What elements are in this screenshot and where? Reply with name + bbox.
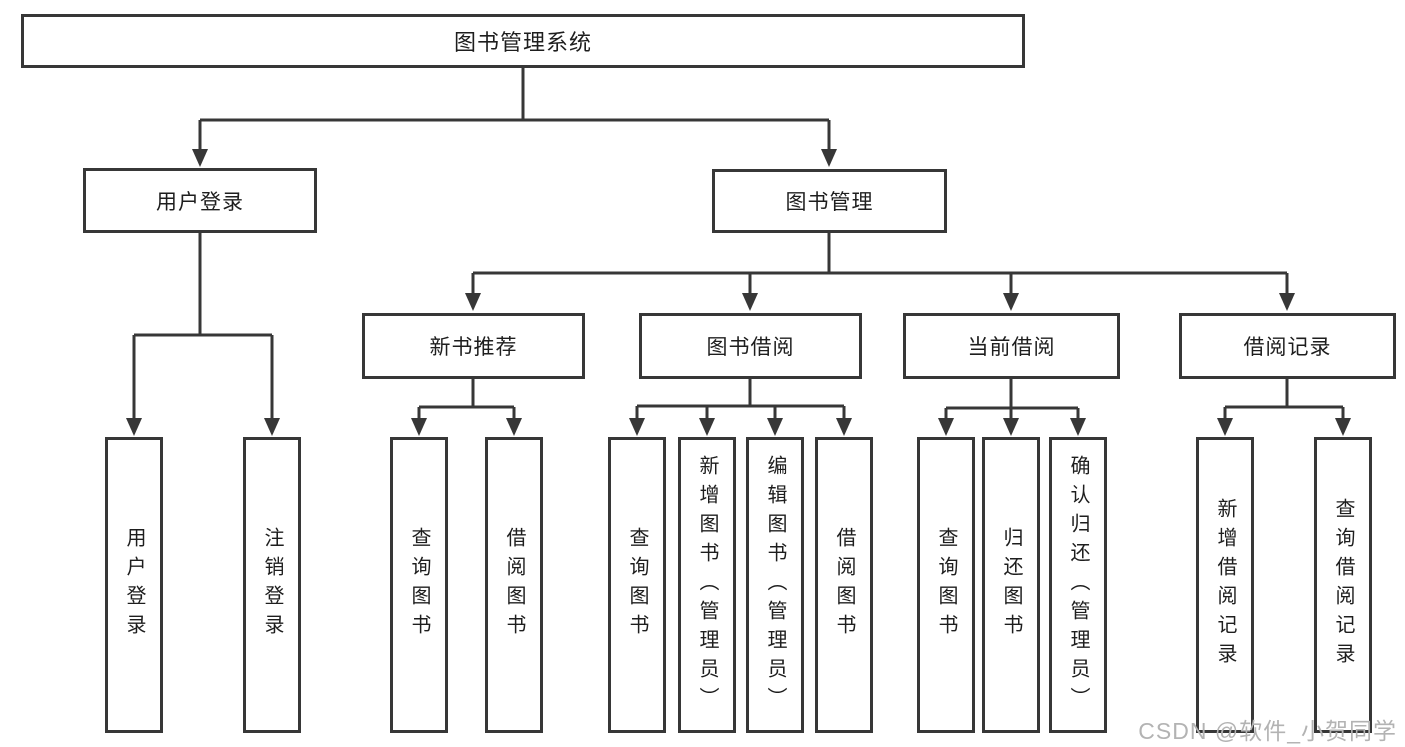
- arrowhead: [264, 418, 280, 436]
- arrowhead: [126, 418, 142, 436]
- node-label: 新书推荐: [429, 336, 518, 359]
- connector-borrowing-records-to-leaves: [1217, 379, 1351, 436]
- connector-path: [944, 379, 1080, 420]
- node-label: 当前借阅: [967, 336, 1056, 359]
- node-leaf-confirm-return-admin: 确认归还（管理员）: [1049, 437, 1107, 733]
- leaf-label: 确认归还（管理员）: [1067, 454, 1089, 716]
- node-borrowing-records: 借阅记录: [1179, 313, 1396, 379]
- arrowhead: [1003, 418, 1019, 436]
- node-book-borrowing: 图书借阅: [639, 313, 862, 379]
- csdn-watermark: CSDN @软件_小贺同学: [1138, 718, 1397, 744]
- leaf-label: 查询图书: [626, 527, 648, 643]
- arrowhead: [836, 418, 852, 436]
- node-leaf-edit-book-admin: 编辑图书（管理员）: [746, 437, 804, 733]
- node-leaf-query-books-newbook: 查询图书: [390, 437, 448, 733]
- leaf-label: 新增借阅记录: [1214, 498, 1236, 672]
- leaf-label: 查询借阅记录: [1332, 498, 1354, 672]
- arrowhead: [1070, 418, 1086, 436]
- connector-path: [635, 379, 846, 420]
- connector-current-borrowing-to-leaves: [938, 379, 1086, 436]
- node-leaf-query-books-borrowing: 查询图书: [608, 437, 666, 733]
- node-new-book-recommendation: 新书推荐: [362, 313, 585, 379]
- node-label: 用户登录: [156, 190, 244, 214]
- node-user-login-branch: 用户登录: [83, 168, 317, 233]
- connector-path: [132, 233, 274, 420]
- connector-path: [1223, 379, 1345, 420]
- connector-book-management-to-sections: [465, 233, 1295, 311]
- arrowhead: [1217, 418, 1233, 436]
- arrowhead: [465, 293, 481, 311]
- connector-new-book-to-leaves: [411, 379, 522, 436]
- node-book-management: 图书管理: [712, 169, 947, 233]
- leaf-label: 用户登录: [123, 527, 145, 643]
- node-leaf-add-borrowing-record: 新增借阅记录: [1196, 437, 1254, 733]
- arrowhead: [411, 418, 427, 436]
- leaf-label: 借阅图书: [833, 527, 855, 643]
- node-current-borrowing: 当前借阅: [903, 313, 1120, 379]
- arrowhead: [1279, 293, 1295, 311]
- arrowhead: [699, 418, 715, 436]
- node-label: 借阅记录: [1243, 336, 1332, 359]
- node-leaf-borrow-books-borrowing: 借阅图书: [815, 437, 873, 733]
- leaf-label: 归还图书: [1000, 527, 1022, 643]
- node-leaf-return-books: 归还图书: [982, 437, 1040, 733]
- leaf-label: 新增图书（管理员）: [696, 454, 718, 716]
- arrowhead: [767, 418, 783, 436]
- connector-book-borrowing-to-leaves: [629, 379, 852, 436]
- connector-path: [198, 68, 831, 151]
- leaf-label: 编辑图书（管理员）: [764, 454, 786, 716]
- leaf-label: 注销登录: [261, 527, 283, 643]
- arrowhead: [1003, 293, 1019, 311]
- arrowhead: [742, 293, 758, 311]
- arrowhead: [938, 418, 954, 436]
- connector-root-to-branches: [192, 68, 837, 167]
- node-leaf-query-books-current: 查询图书: [917, 437, 975, 733]
- arrowhead: [821, 149, 837, 167]
- leaf-label: 查询图书: [935, 527, 957, 643]
- node-library-management-system: 图书管理系统: [21, 14, 1025, 68]
- connector-path: [417, 379, 516, 420]
- connector-user-login-to-leaves: [126, 233, 280, 436]
- arrowhead: [506, 418, 522, 436]
- node-label: 图书管理系统: [453, 30, 592, 55]
- arrowhead: [1335, 418, 1351, 436]
- node-label: 图书借阅: [706, 336, 795, 359]
- arrowhead: [192, 149, 208, 167]
- node-leaf-query-borrowing-record: 查询借阅记录: [1314, 437, 1372, 733]
- leaf-label: 查询图书: [408, 527, 430, 643]
- node-label: 图书管理: [785, 191, 874, 214]
- node-leaf-borrow-books-newbook: 借阅图书: [485, 437, 543, 733]
- leaf-label: 借阅图书: [503, 527, 525, 643]
- node-leaf-user-login: 用户登录: [105, 437, 163, 733]
- node-leaf-logout: 注销登录: [243, 437, 301, 733]
- arrowhead: [629, 418, 645, 436]
- connector-path: [471, 233, 1289, 295]
- node-leaf-add-book-admin: 新增图书（管理员）: [678, 437, 736, 733]
